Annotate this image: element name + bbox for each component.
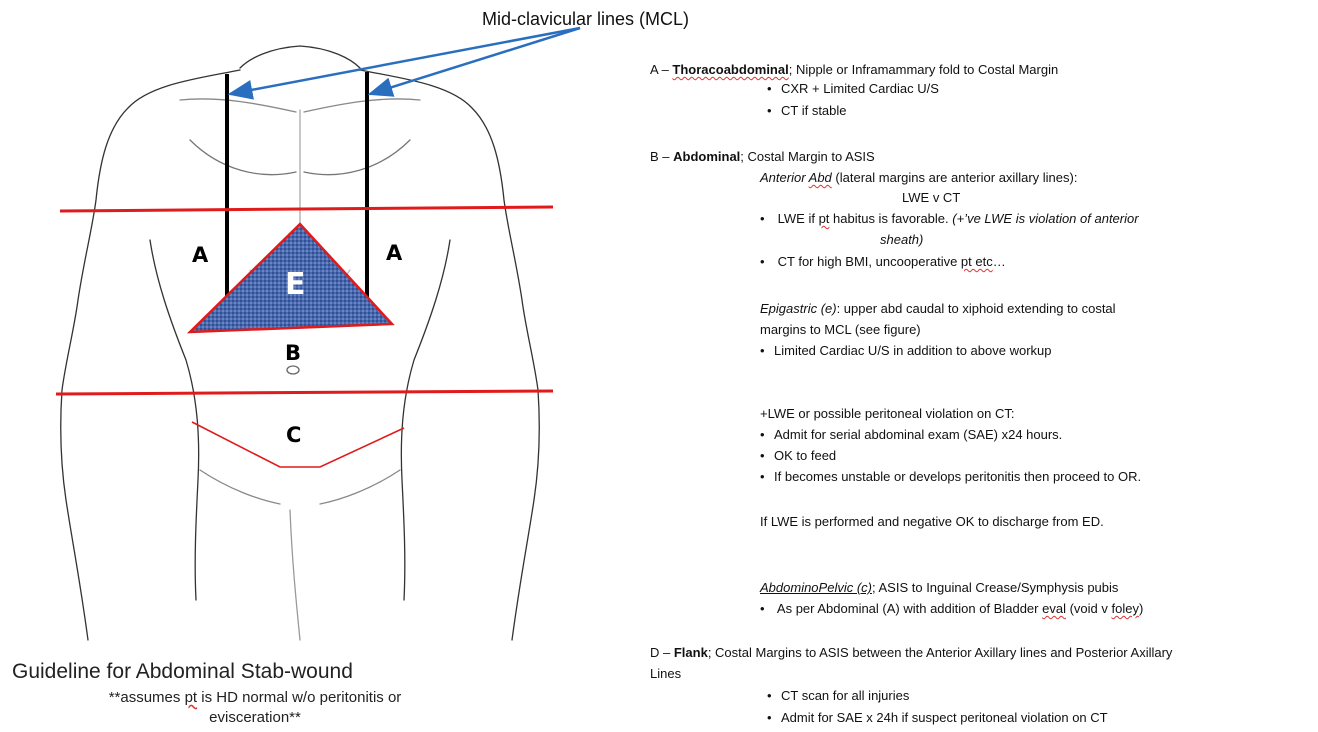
ap-bullet-mid: (void v	[1066, 601, 1112, 616]
section-a-desc: ; Nipple or Inframammary fold to Costal …	[789, 62, 1058, 77]
positive-bullet: Admit for serial abdominal exam (SAE) x2…	[760, 425, 1062, 444]
abdominopelvic-desc: ; ASIS to Inguinal Crease/Symphysis pubi…	[872, 580, 1118, 595]
section-a-bullet: CT if stable	[767, 101, 847, 120]
positive-bullet: OK to feed	[760, 446, 836, 465]
guideline-title: Guideline for Abdominal Stab-wound	[12, 660, 353, 684]
label-a-right: A	[386, 241, 403, 265]
ct-bullet-post: …	[993, 254, 1006, 269]
abdominopelvic-bullet: As per Abdominal (A) with addition of Bl…	[760, 599, 1143, 618]
lwe-v-ct: LWE v CT	[902, 188, 960, 207]
guideline-subtitle-pt: pt	[185, 689, 198, 706]
label-e: E	[285, 267, 306, 302]
anterior-desc: (lateral margins are anterior axillary l…	[832, 170, 1078, 185]
epigastric-bullet: Limited Cardiac U/S in addition to above…	[760, 341, 1051, 360]
section-a-name: Thoracoabdominal	[672, 62, 788, 77]
ap-bullet-post: )	[1139, 601, 1143, 616]
mcl-title: Mid-clavicular lines (MCL)	[482, 9, 689, 30]
section-a-prefix: A –	[650, 62, 672, 77]
lwe-bullet-pre: LWE if	[778, 211, 819, 226]
guideline-subtitle-pre: **assumes	[109, 689, 185, 706]
guideline-subtitle: **assumes pt is HD normal w/o peritoniti…	[40, 688, 470, 728]
section-d-desc: ; Costal Margins to ASIS between the Ant…	[708, 645, 1173, 660]
guideline-subtitle-post: is HD normal w/o peritonitis or	[197, 689, 401, 706]
section-d-desc-cont: Lines	[650, 664, 681, 683]
section-b-header: B – Abdominal; Costal Margin to ASIS	[650, 147, 875, 166]
ap-bullet-eval: eval	[1042, 601, 1066, 616]
lwe-bullet-note: (+’ve LWE is violation of anterior	[952, 211, 1138, 226]
label-c: C	[286, 423, 301, 447]
section-d-name: Flank	[674, 645, 708, 660]
section-a-bullet: CXR + Limited Cardiac U/S	[767, 79, 939, 98]
ap-bullet-foley: foley	[1111, 601, 1138, 616]
epigastric-desc-cont: margins to MCL (see figure)	[760, 320, 921, 339]
zone-line-upper	[60, 207, 553, 211]
negative-line: If LWE is performed and negative OK to d…	[760, 512, 1104, 531]
ct-bullet-pre: CT for high BMI, uncooperative	[778, 254, 961, 269]
lwe-bullet-pt: pt	[819, 211, 830, 226]
section-d-bullet: Admit for SAE x 24h if suspect peritonea…	[767, 708, 1108, 727]
positive-bullet: If becomes unstable or develops peritoni…	[760, 467, 1141, 486]
epigastric-desc: : upper abd caudal to xiphoid extending …	[837, 301, 1116, 316]
ct-bullet: CT for high BMI, uncooperative pt etc…	[760, 252, 1006, 271]
anterior-abd-line: Anterior Abd (lateral margins are anteri…	[760, 168, 1077, 187]
ap-bullet-pre: As per Abdominal (A) with addition of Bl…	[777, 601, 1042, 616]
zone-line-lower	[56, 391, 553, 394]
section-d-prefix: D –	[650, 645, 674, 660]
lwe-bullet: LWE if pt habitus is favorable. (+’ve LW…	[760, 209, 1139, 228]
epigastric-label: Epigastric (e)	[760, 301, 837, 316]
section-b-name: Abdominal	[673, 149, 740, 164]
torso-zone-diagram: A A E B C	[0, 0, 610, 650]
ct-bullet-pt: pt etc	[961, 254, 993, 269]
abdominopelvic-label: AbdominoPelvic (c)	[760, 580, 872, 595]
abdominopelvic-line: AbdominoPelvic (c); ASIS to Inguinal Cre…	[760, 578, 1118, 597]
guideline-subtitle-line2: evisceration**	[40, 708, 470, 728]
label-b: B	[285, 341, 301, 365]
label-a-left: A	[192, 243, 209, 267]
lwe-bullet-mid: habitus is favorable.	[829, 211, 952, 226]
section-a-header: A – Thoracoabdominal; Nipple or Inframam…	[650, 60, 1058, 79]
lwe-bullet-note-cont: sheath)	[880, 230, 923, 249]
section-d-bullet: CT scan for all injuries	[767, 686, 909, 705]
section-d-header: D – Flank; Costal Margins to ASIS betwee…	[650, 643, 1172, 662]
positive-header: +LWE or possible peritoneal violation on…	[760, 404, 1014, 423]
section-b-prefix: B –	[650, 149, 673, 164]
epigastric-line: Epigastric (e): upper abd caudal to xiph…	[760, 299, 1116, 318]
abd-label: Abd	[809, 170, 832, 185]
section-b-desc: ; Costal Margin to ASIS	[740, 149, 874, 164]
anterior-label: Anterior	[760, 170, 809, 185]
